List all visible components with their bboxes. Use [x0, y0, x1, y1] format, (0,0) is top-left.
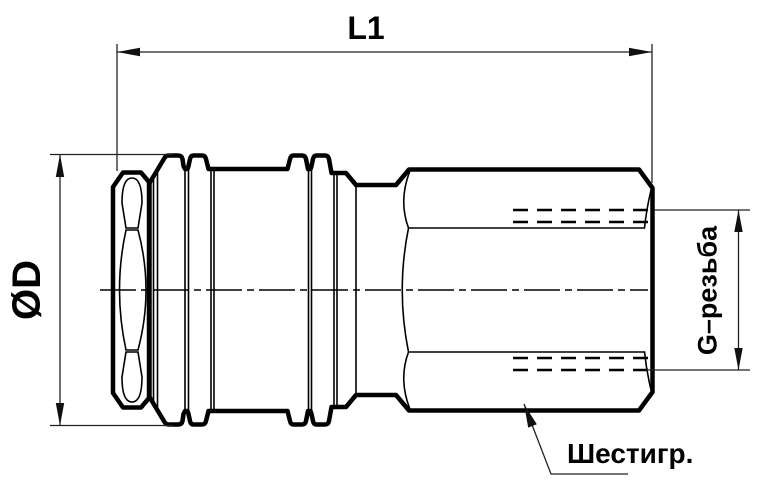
hex-leader-arrowhead	[524, 404, 537, 428]
g-thread-label: G–резьба	[693, 225, 723, 355]
sleeve-outline	[147, 153, 399, 427]
l1-label: L1	[347, 10, 384, 46]
hex-left-chamfer-arcs	[401, 171, 411, 409]
g-arrowhead-bottom	[734, 348, 743, 370]
l1-arrowhead-right	[629, 47, 652, 57]
od-label: ØD	[5, 260, 49, 320]
hex-label: Шестигр.	[567, 438, 693, 469]
hex-callout: Шестигр.	[523, 403, 693, 475]
hex-outline	[393, 167, 655, 413]
end-cap-facet-middle	[118, 229, 147, 351]
l1-arrowhead-left	[117, 47, 140, 57]
od-arrowhead-top	[55, 154, 65, 177]
end-cap-facet-upper	[121, 177, 143, 229]
coupling-body	[100, 153, 655, 427]
dimension-l1: L1	[116, 10, 653, 183]
dimension-diameter: ØD	[5, 153, 173, 427]
end-cap-facet-lower	[121, 351, 143, 403]
dimension-thread: G–резьба	[646, 209, 750, 371]
hex-leader-line	[523, 403, 628, 475]
od-arrowhead-bottom	[55, 403, 65, 426]
g-arrowhead-top	[734, 210, 743, 232]
